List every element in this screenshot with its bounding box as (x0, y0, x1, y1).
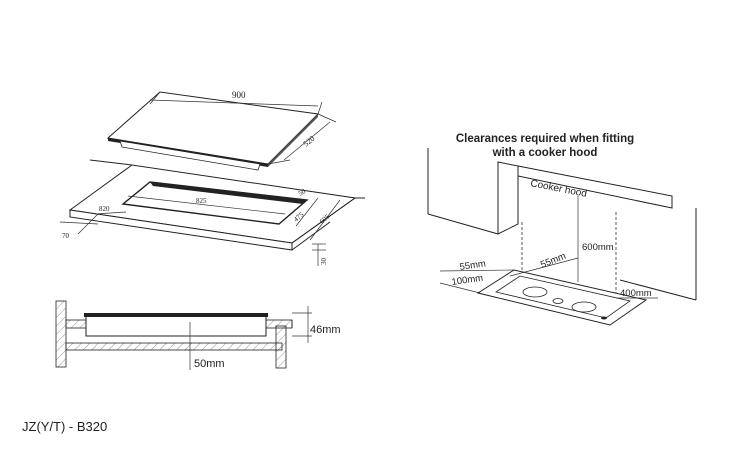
height-clearance-label: 600mm (582, 242, 614, 253)
depth-dimension-label: 520 (302, 134, 317, 149)
outer-width-label: 820 (99, 205, 110, 213)
side-clearance-left-label: 55mm (459, 258, 487, 273)
hob-height-label: 46mm (310, 324, 341, 336)
hood-clearance-view: Clearances required when fitting with a … (427, 133, 697, 326)
width-dimension-label: 900 (232, 90, 246, 100)
worktop-cutout-view: 825 820 70 50 475 605 30 (59, 159, 365, 266)
model-code: JZ(Y/T) - B320 (22, 419, 108, 434)
right-edge-label: 50 (297, 187, 307, 198)
thickness-label: 30 (320, 258, 328, 266)
hob-top-view: 900 520 (106, 90, 337, 171)
clearance-below-label: 50mm (194, 358, 225, 370)
section-view: 46mm 50mm (55, 300, 341, 370)
left-edge-label: 70 (62, 232, 70, 240)
hood-title-line2: with a cooker hood (492, 147, 598, 159)
front-clearance-label: 400mm (620, 288, 652, 299)
cutout-width-label: 825 (196, 197, 207, 205)
rear-clearance-label: 100mm (451, 273, 484, 288)
hood-title-line1: Clearances required when fitting (456, 133, 634, 145)
side-clearance-right-label: 55mm (539, 251, 568, 271)
